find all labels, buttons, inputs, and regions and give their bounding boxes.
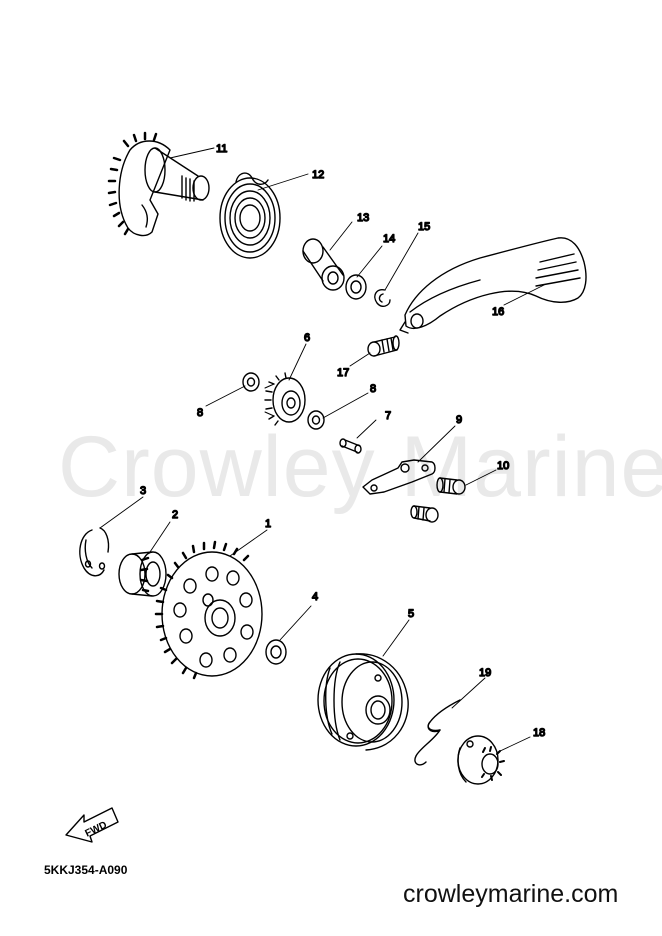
fwd-arrow-icon: FWD xyxy=(65,807,119,843)
callout-2: 2 xyxy=(172,509,178,521)
callout-10: 10 xyxy=(497,460,509,472)
part-9-bracket[interactable] xyxy=(362,459,436,495)
callout-labels: 11 12 13 14 15 16 17 6 8 8 7 9 10 3 2 1 … xyxy=(139,142,546,739)
callout-3: 3 xyxy=(140,485,146,497)
part-6-idler-gear[interactable] xyxy=(264,372,306,426)
callout-7: 7 xyxy=(385,410,391,422)
part-3-circlip[interactable] xyxy=(79,527,110,577)
part-16-kick-crank[interactable] xyxy=(399,237,587,334)
part-7-pin[interactable] xyxy=(339,438,362,454)
part-4-washer[interactable] xyxy=(265,639,287,665)
part-1-driven-gear[interactable] xyxy=(154,540,263,680)
callout-18: 18 xyxy=(533,727,545,739)
part-5-clutch-drum[interactable] xyxy=(317,653,409,751)
callout-12: 12 xyxy=(312,169,324,181)
callout-15: 15 xyxy=(418,221,430,233)
part-8-washer-lower[interactable] xyxy=(307,410,325,430)
callout-6: 6 xyxy=(304,332,310,344)
part-10-screw[interactable] xyxy=(436,477,466,495)
part-19-spring-clip[interactable] xyxy=(414,699,461,766)
part-11-kick-shaft[interactable] xyxy=(107,131,210,237)
callout-1: 1 xyxy=(265,518,271,530)
part-15-circlip[interactable] xyxy=(374,289,391,307)
callout-5: 5 xyxy=(408,608,414,620)
part-12-torsion-spring[interactable] xyxy=(219,172,281,259)
fwd-label: FWD xyxy=(83,820,108,840)
part-14-washer[interactable] xyxy=(345,274,367,300)
callout-8-upper: 8 xyxy=(197,407,203,419)
callout-4: 4 xyxy=(312,591,318,603)
part-18-pinion-assembly[interactable] xyxy=(457,735,505,785)
leader-lines xyxy=(99,147,545,753)
part-8-washer-upper[interactable] xyxy=(242,372,260,392)
callout-14: 14 xyxy=(383,233,395,245)
callout-13: 13 xyxy=(357,212,369,224)
website-label[interactable]: crowleymarine.com xyxy=(403,880,619,908)
callout-17: 17 xyxy=(337,367,349,379)
part-17-bolt[interactable] xyxy=(367,335,400,357)
callout-8-lower: 8 xyxy=(370,383,376,395)
part-13-collar[interactable] xyxy=(302,238,345,291)
diagram-code: 5KKJ354-A090 xyxy=(44,863,128,877)
callout-9: 9 xyxy=(456,414,462,426)
callout-19: 19 xyxy=(479,667,491,679)
small-screw[interactable] xyxy=(410,505,439,523)
callout-16: 16 xyxy=(492,306,504,318)
part-2-bearing[interactable] xyxy=(118,551,167,597)
callout-11: 11 xyxy=(216,143,227,155)
